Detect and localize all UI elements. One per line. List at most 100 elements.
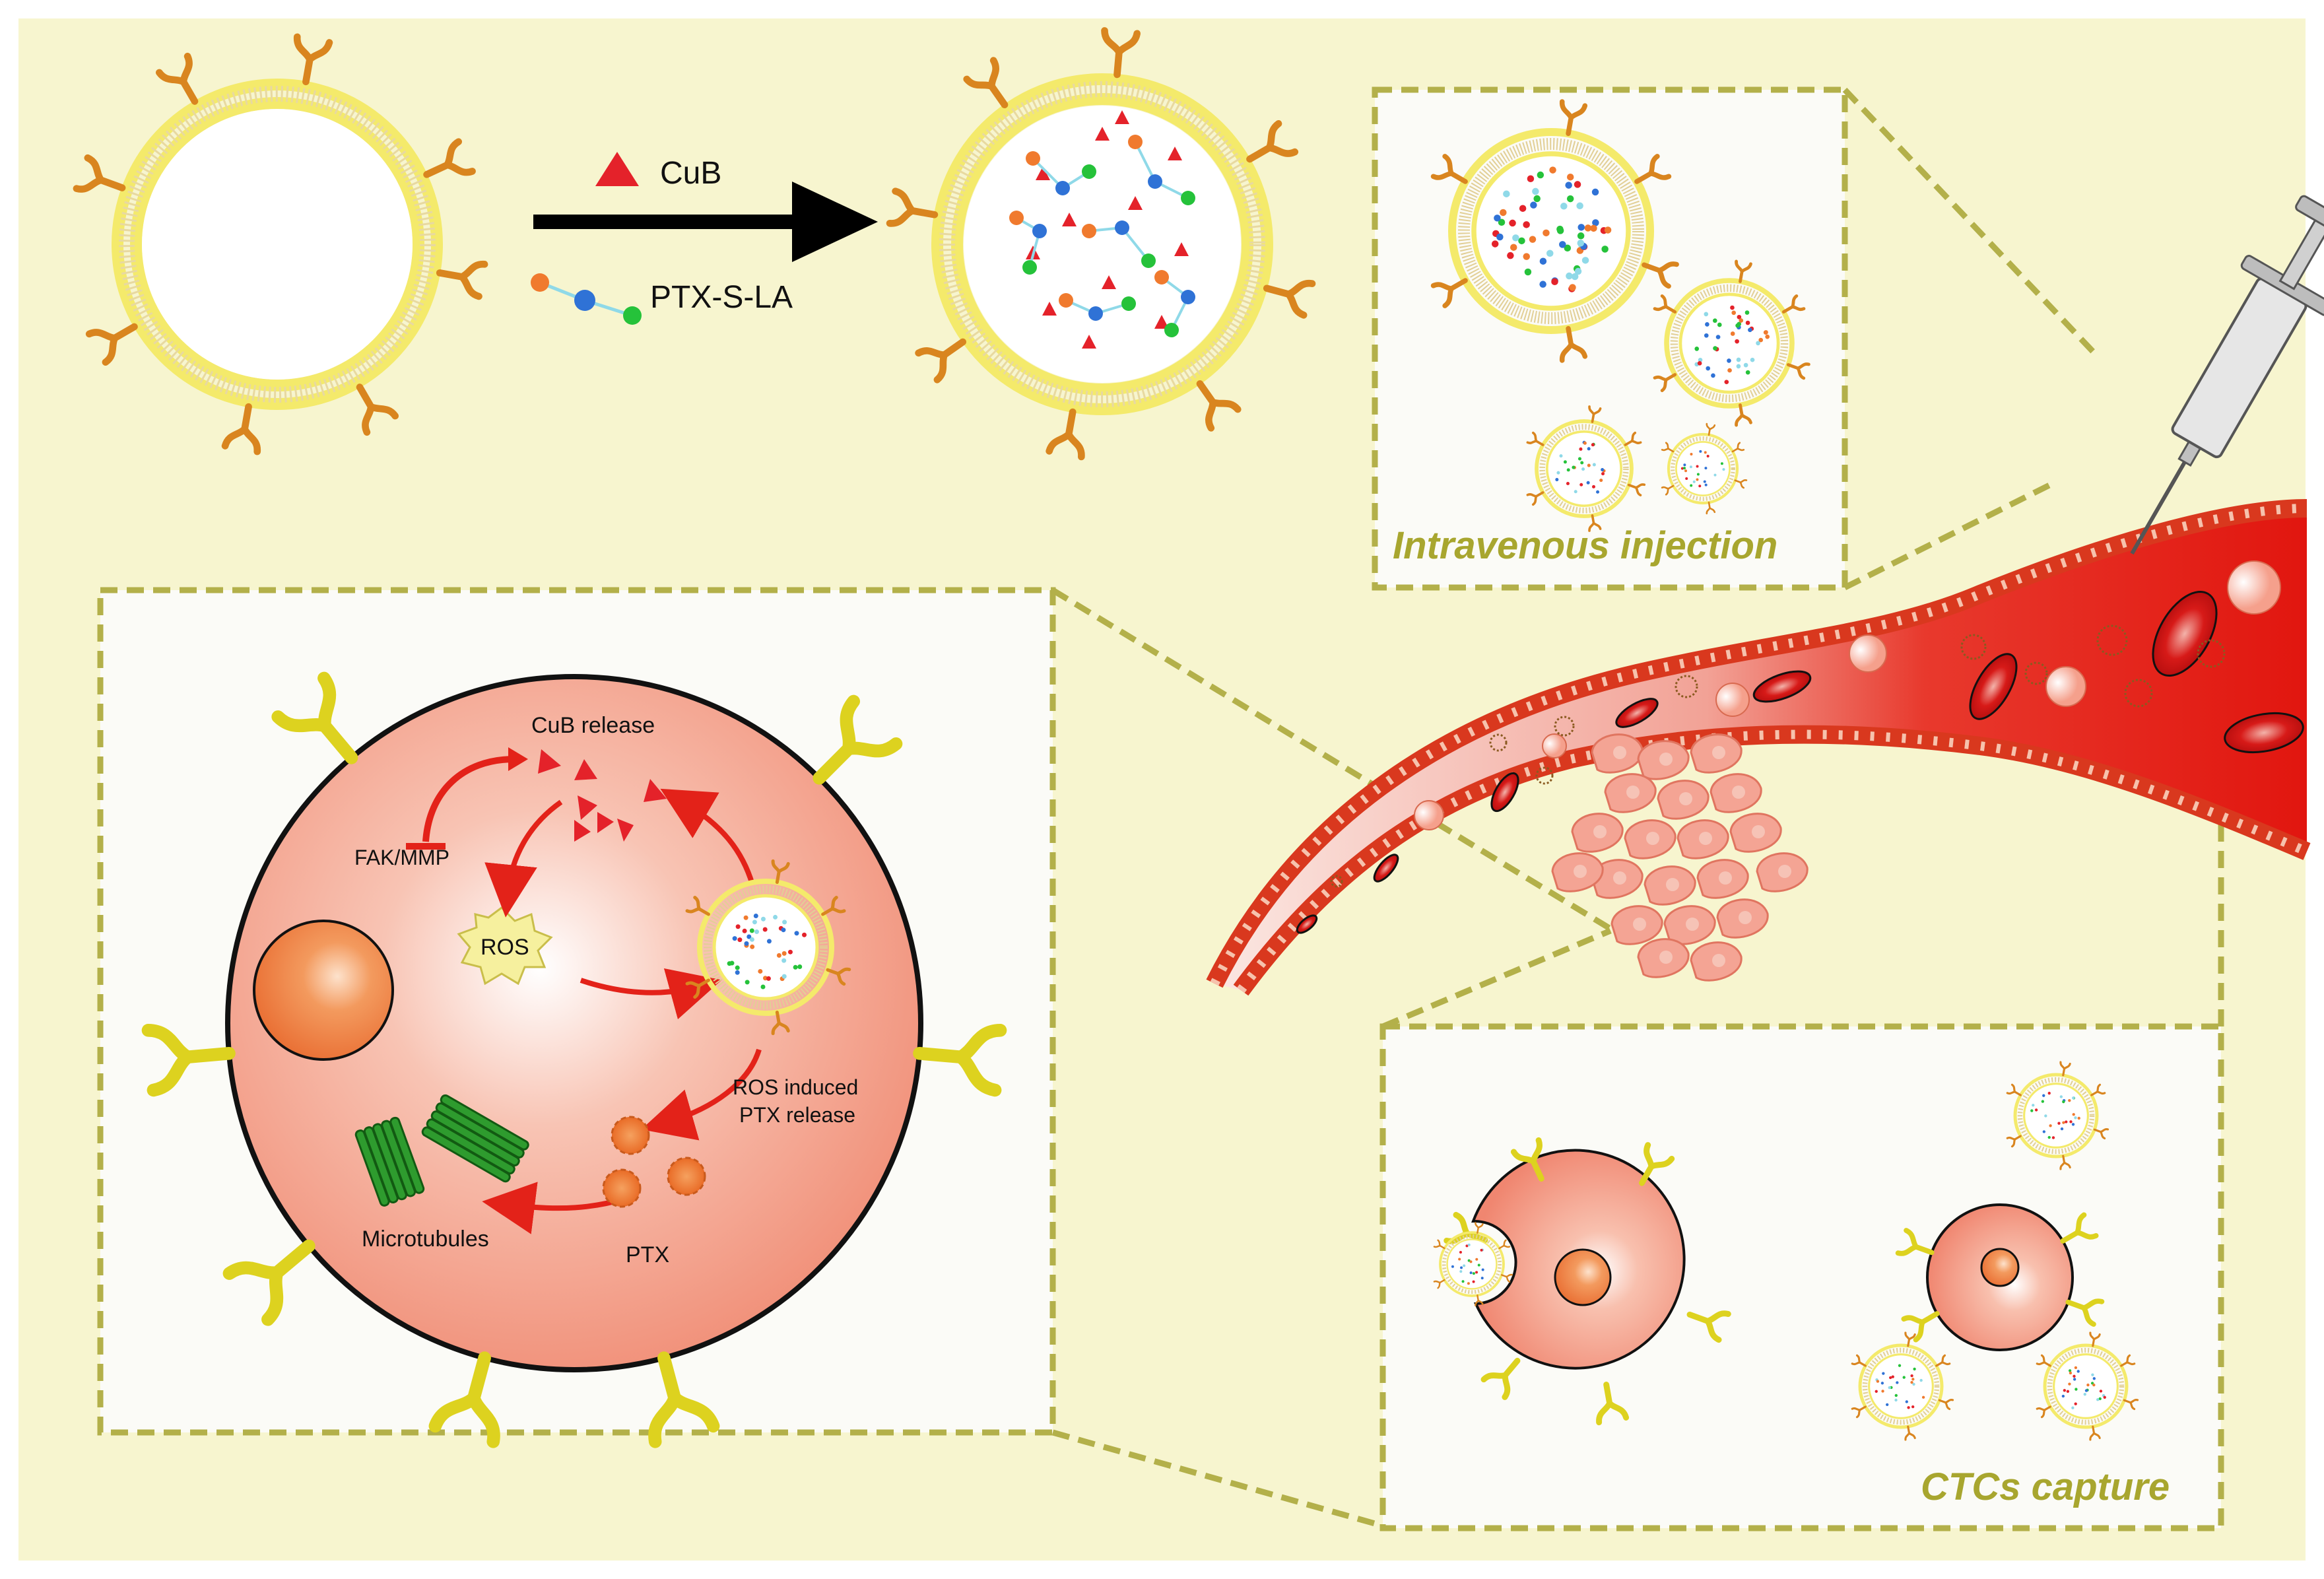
receptor-icon xyxy=(1642,261,1679,289)
receptor-icon xyxy=(1935,1354,1951,1367)
red-blood-cell xyxy=(2224,712,2304,753)
receptor-icon xyxy=(685,978,710,999)
circulating-liposome xyxy=(2124,679,2153,708)
receptor-icon xyxy=(221,403,261,455)
circulating-liposome xyxy=(2024,661,2048,685)
receptor-icon xyxy=(1851,1354,1867,1367)
legend-ptx: PTX-S-LA xyxy=(531,273,793,325)
receptor-icon xyxy=(1627,483,1646,496)
tumor-cell-small xyxy=(1716,898,1769,939)
receptor-icon xyxy=(2090,1083,2106,1096)
loading-arrow xyxy=(533,182,878,262)
tumor-cell-small xyxy=(1657,780,1710,820)
receptor-icon xyxy=(1895,1228,1935,1256)
receptor-icon xyxy=(1588,514,1602,532)
capture-panel-title: CTCs capture xyxy=(1921,1465,2170,1508)
receptor-icon xyxy=(141,1024,236,1097)
receptor-icon xyxy=(771,1010,790,1036)
receptor-icon xyxy=(1653,294,1677,314)
legend-cub-label: CuB xyxy=(660,156,721,191)
circulating-liposome xyxy=(1554,716,1575,737)
receptor-icon xyxy=(771,859,790,885)
tumor-cell-small xyxy=(1610,905,1663,945)
receptor-icon xyxy=(1498,1239,1511,1250)
receptor-icon xyxy=(1101,27,1141,79)
liposome-icon xyxy=(1430,99,1679,363)
red-blood-cell xyxy=(1490,772,1519,813)
receptor-icon xyxy=(73,154,126,193)
round-ctc xyxy=(1926,1203,2074,1351)
red-blood-cell xyxy=(1615,698,1659,728)
receptor-icon xyxy=(2006,1083,2022,1096)
circulating-cell xyxy=(1849,634,1887,673)
receptor-group-right xyxy=(886,27,1316,461)
receptor-icon xyxy=(1938,1399,1954,1411)
tumor-cell-small xyxy=(1677,819,1729,859)
tumor-cell-small xyxy=(1643,865,1696,906)
tumor-cell-small xyxy=(1690,941,1743,982)
receptor-icon xyxy=(2089,1425,2101,1441)
liposome-icon xyxy=(1661,422,1748,515)
receptor-icon xyxy=(2093,1128,2109,1140)
receptor-icon xyxy=(1500,1273,1513,1283)
receptor-icon xyxy=(1246,119,1299,163)
receptor-icon xyxy=(1559,325,1588,363)
injection-panel: Intravenous injection xyxy=(1372,86,1848,591)
receptor-icon xyxy=(1904,1331,1916,1347)
red-blood-cell xyxy=(1373,854,1399,883)
circulating-cell xyxy=(1542,733,1567,758)
receptor-icon xyxy=(1786,362,1810,380)
tumor-cell-small xyxy=(1591,859,1643,899)
receptor-icon xyxy=(1686,1310,1731,1343)
tumor-cell-small xyxy=(1551,852,1604,892)
liposome-icon xyxy=(1653,259,1810,427)
receptor-icon xyxy=(1588,405,1602,423)
receptor-icon xyxy=(2059,1155,2071,1170)
receptor-icon xyxy=(423,138,476,178)
microtubules xyxy=(354,1094,529,1207)
blood-vessel xyxy=(1206,499,2311,996)
receptor-icon xyxy=(1706,422,1716,436)
microtubule-bundle xyxy=(354,1116,425,1207)
receptor-icon xyxy=(1735,403,1752,427)
receptor-icon xyxy=(826,967,851,986)
circulating-liposome xyxy=(1675,675,1698,698)
cell-receptors xyxy=(141,671,1007,1448)
circulating-liposome xyxy=(2197,639,2226,668)
liposome-icon xyxy=(2036,1331,2139,1441)
capture-liposomes xyxy=(1433,1061,2139,1441)
receptor-icon xyxy=(1196,380,1242,432)
receptor-icon xyxy=(271,671,358,764)
circulating-liposome xyxy=(1489,733,1508,752)
cub-triangle-icon xyxy=(595,152,639,186)
receptor-icon xyxy=(1263,279,1316,319)
circulating-liposome xyxy=(1535,766,1554,785)
legend-cub: CuB xyxy=(595,152,721,191)
receptor-icon xyxy=(1046,408,1085,461)
receptor-icon xyxy=(648,1351,720,1448)
inhibition-arrow xyxy=(406,747,528,850)
tumor-cell-small xyxy=(1637,938,1690,978)
vessel-contents xyxy=(1296,560,2304,934)
tumor-cell-small xyxy=(1637,740,1690,780)
syringe-icon xyxy=(2130,195,2324,555)
receptor-icon xyxy=(915,338,966,384)
receptor-icon xyxy=(2065,1298,2105,1327)
drug-cargo-large xyxy=(1009,110,1195,349)
receptor-icon xyxy=(2120,1354,2136,1367)
receptor-icon xyxy=(886,187,939,227)
ptx-label: PTX xyxy=(626,1242,669,1267)
receptor-icon xyxy=(1634,154,1672,184)
liposome-icon xyxy=(685,859,851,1036)
circulating-cell xyxy=(1715,683,1750,717)
receptor-icon xyxy=(1430,278,1468,308)
receptor-icon xyxy=(1596,1382,1630,1426)
tumor-cell-small xyxy=(1696,859,1749,899)
receptor-icon xyxy=(1735,259,1752,283)
red-blood-cell xyxy=(1752,670,1812,703)
receptor-icon xyxy=(2036,1405,2051,1419)
receptor-icon xyxy=(1624,431,1642,446)
tumor-cell-small xyxy=(1690,733,1743,774)
zoom-connectors xyxy=(1051,87,2224,1528)
receptor-icon xyxy=(2006,1135,2022,1148)
